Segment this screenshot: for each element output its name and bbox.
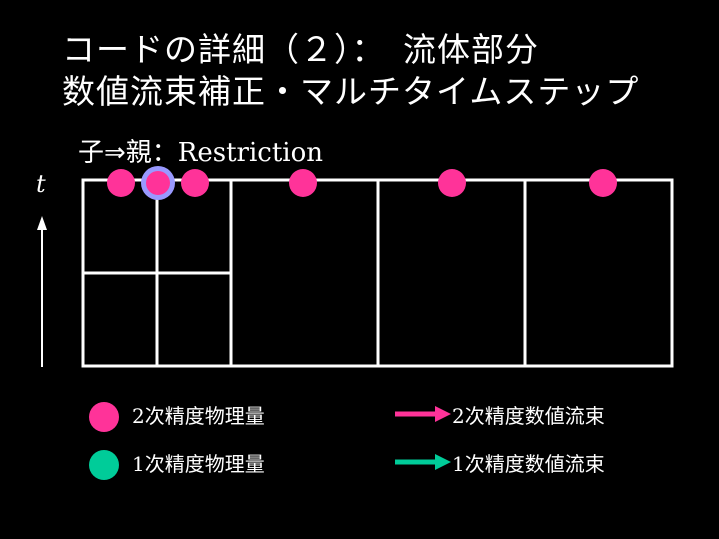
- fine-point-2: [181, 169, 209, 197]
- time-axis-arrowhead: [37, 216, 47, 230]
- legend-second-order-flux: 2次精度数値流束: [452, 404, 605, 428]
- legend-second-order-dot: [89, 402, 119, 432]
- coarse-point-4: [589, 169, 617, 197]
- coarse-restricted-point: [146, 171, 170, 195]
- title-line-1: コードの詳細（２）： 流体部分: [62, 30, 539, 69]
- legend-second-order-quantity: 2次精度物理量: [132, 404, 265, 428]
- subtitle: 子⇒親：Restriction: [78, 136, 323, 170]
- coarse-point-2: [289, 169, 317, 197]
- fine-point-1: [107, 169, 135, 197]
- legend-first-order-flux: 1次精度数値流束: [452, 452, 605, 476]
- subtitle-prefix: 子⇒親：: [78, 138, 178, 168]
- legend-first-order-dot: [89, 450, 119, 480]
- quantity-points: [107, 166, 617, 200]
- time-axis-label: t: [36, 170, 46, 198]
- mesh-grid: [81, 178, 674, 368]
- coarse-point-3: [438, 169, 466, 197]
- title-line-2: 数値流束補正・マルチタイムステップ: [62, 72, 640, 111]
- subtitle-term: Restriction: [177, 138, 324, 168]
- legend-first-order-quantity: 1次精度物理量: [132, 452, 265, 476]
- legend-second-order-arrow-icon: [395, 406, 451, 422]
- legend-first-order-arrow-icon: [395, 454, 451, 470]
